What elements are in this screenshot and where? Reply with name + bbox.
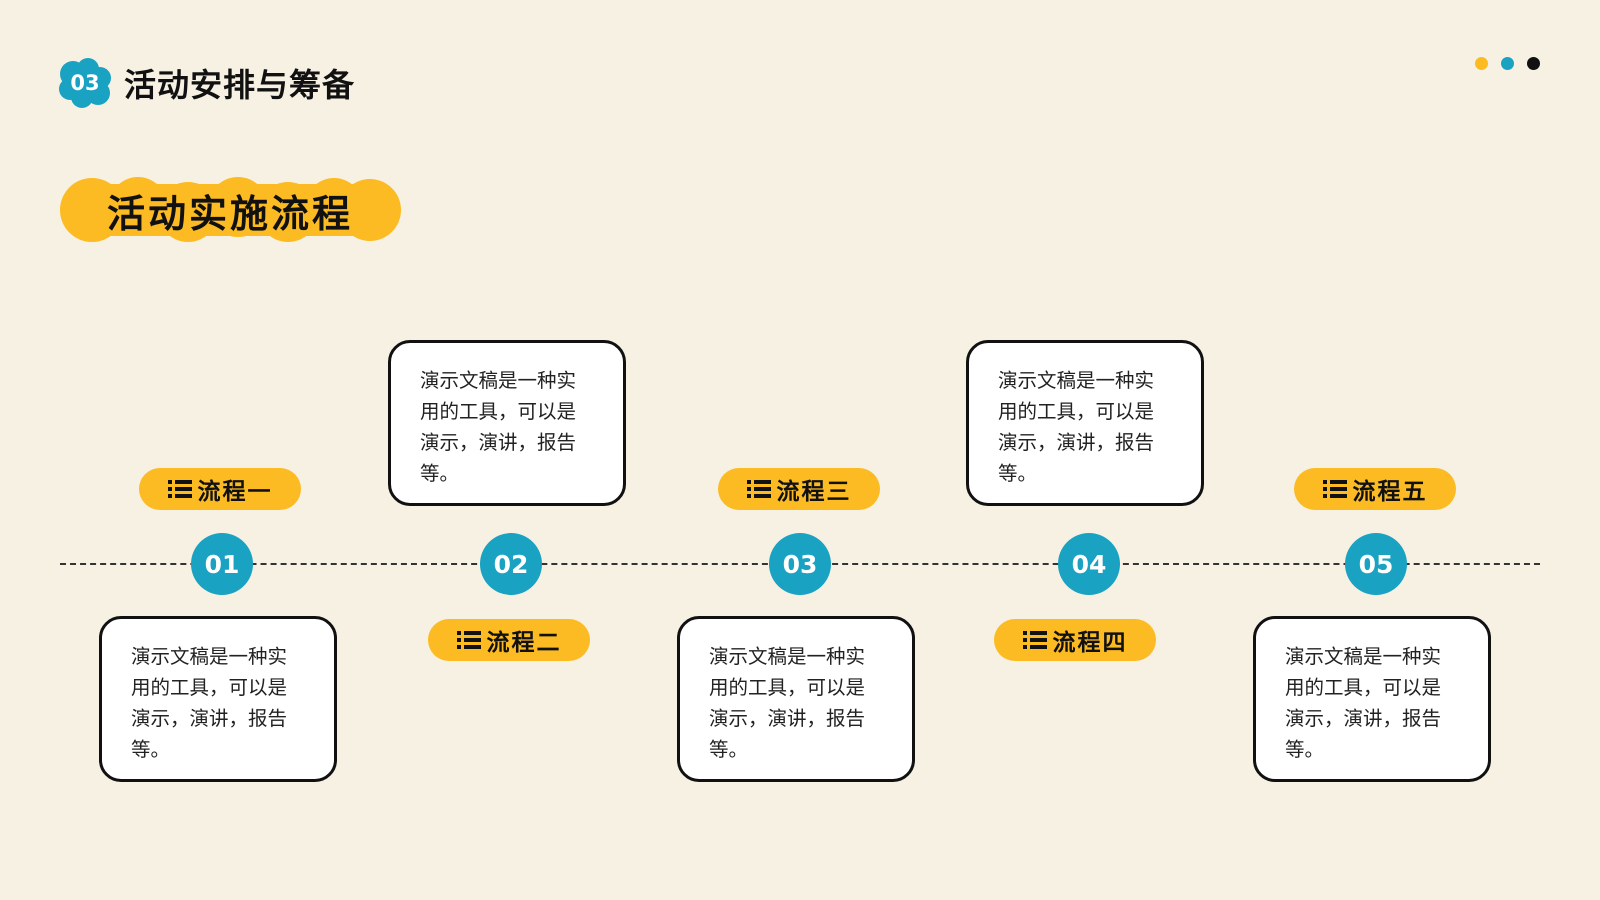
step-card-5: 演示文稿是一种实用的工具，可以是演示，演讲，报告等。 <box>1253 616 1491 782</box>
step-label-text: 流程二 <box>486 630 562 656</box>
step-label-3: 流程三 <box>718 468 880 510</box>
step-number-5: 05 <box>1345 533 1407 595</box>
page-title: 活动安排与筹备 <box>124 66 356 104</box>
slide-header: 03 活动安排与筹备 <box>58 58 355 108</box>
step-card-2: 演示文稿是一种实用的工具，可以是演示，演讲，报告等。 <box>388 340 626 506</box>
cloud-badge-shape <box>59 58 111 108</box>
step-label-text: 流程五 <box>1352 479 1428 505</box>
step-card-4: 演示文稿是一种实用的工具，可以是演示，演讲，报告等。 <box>966 340 1204 506</box>
step-label-1: 流程一 <box>139 468 301 510</box>
list-icon <box>746 479 771 499</box>
step-number-4: 04 <box>1058 533 1120 595</box>
step-label-text: 流程一 <box>197 479 273 505</box>
step-label-4: 流程四 <box>994 619 1156 661</box>
section-title: 活动实施流程 <box>106 191 353 236</box>
step-number-1: 01 <box>191 533 253 595</box>
section-number-badge: 03 <box>58 58 112 108</box>
step-label-2: 流程二 <box>428 619 590 661</box>
dot-blue <box>1501 57 1514 70</box>
step-card-1: 演示文稿是一种实用的工具，可以是演示，演讲，报告等。 <box>99 616 337 782</box>
list-icon <box>1322 479 1347 499</box>
section-title-badge: 活动实施流程 <box>58 176 402 244</box>
step-label-text: 流程四 <box>1052 630 1128 656</box>
dot-yellow <box>1475 57 1488 70</box>
list-icon <box>1022 630 1047 650</box>
section-number: 03 <box>70 71 100 95</box>
cloud-title-shape <box>60 177 401 242</box>
dot-black <box>1527 57 1540 70</box>
step-number-2: 02 <box>480 533 542 595</box>
step-number-3: 03 <box>769 533 831 595</box>
decorative-dots <box>1475 57 1540 70</box>
list-icon <box>167 479 192 499</box>
step-card-3: 演示文稿是一种实用的工具，可以是演示，演讲，报告等。 <box>677 616 915 782</box>
step-label-5: 流程五 <box>1294 468 1456 510</box>
step-label-text: 流程三 <box>776 479 852 505</box>
list-icon <box>456 630 481 650</box>
